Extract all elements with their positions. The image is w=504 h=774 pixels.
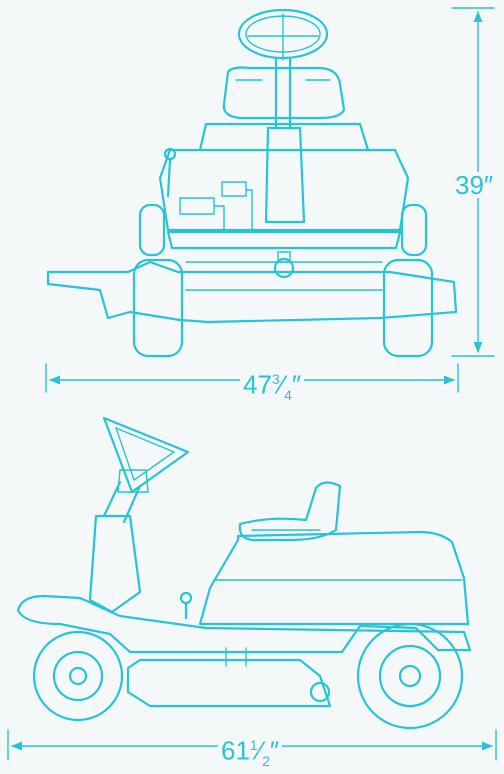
width-inch-mark: ″ <box>291 369 302 400</box>
side-length-label: 611⁄2″ <box>218 732 283 774</box>
front-wheel-right-top <box>400 203 428 257</box>
side-rear-wheel <box>356 622 464 730</box>
rear-wheel-right <box>382 258 434 358</box>
length-frac-den: 2 <box>262 752 270 769</box>
front-width-label: 473⁄4″ <box>240 366 305 408</box>
side-view <box>16 416 472 730</box>
side-dash <box>88 514 142 614</box>
steering-column <box>274 56 292 130</box>
front-view <box>46 8 458 358</box>
length-frac-num: 1 <box>249 737 258 753</box>
width-frac-num: 3 <box>271 371 280 387</box>
length-whole: 61 <box>221 735 250 766</box>
length-inch-mark: ″ <box>269 735 280 766</box>
body-upper <box>198 122 370 152</box>
body-front <box>158 148 410 232</box>
gear-knob <box>163 147 177 161</box>
console <box>264 126 306 224</box>
seat <box>222 66 346 120</box>
mower-deck-front <box>46 260 458 324</box>
side-frame <box>16 594 472 654</box>
front-bumper <box>166 230 402 250</box>
side-seat <box>238 481 342 542</box>
side-front-wheel <box>32 630 124 722</box>
side-mower-deck <box>126 658 332 708</box>
side-body <box>198 530 470 626</box>
height-label: 39″ <box>452 170 497 200</box>
height-value: 39″ <box>455 170 494 200</box>
width-frac-den: 4 <box>284 386 292 403</box>
front-wheel-left-top <box>138 203 166 257</box>
side-steering-wheel <box>102 416 190 494</box>
rear-wheel-left <box>132 258 184 358</box>
width-whole: 47 <box>243 369 272 400</box>
